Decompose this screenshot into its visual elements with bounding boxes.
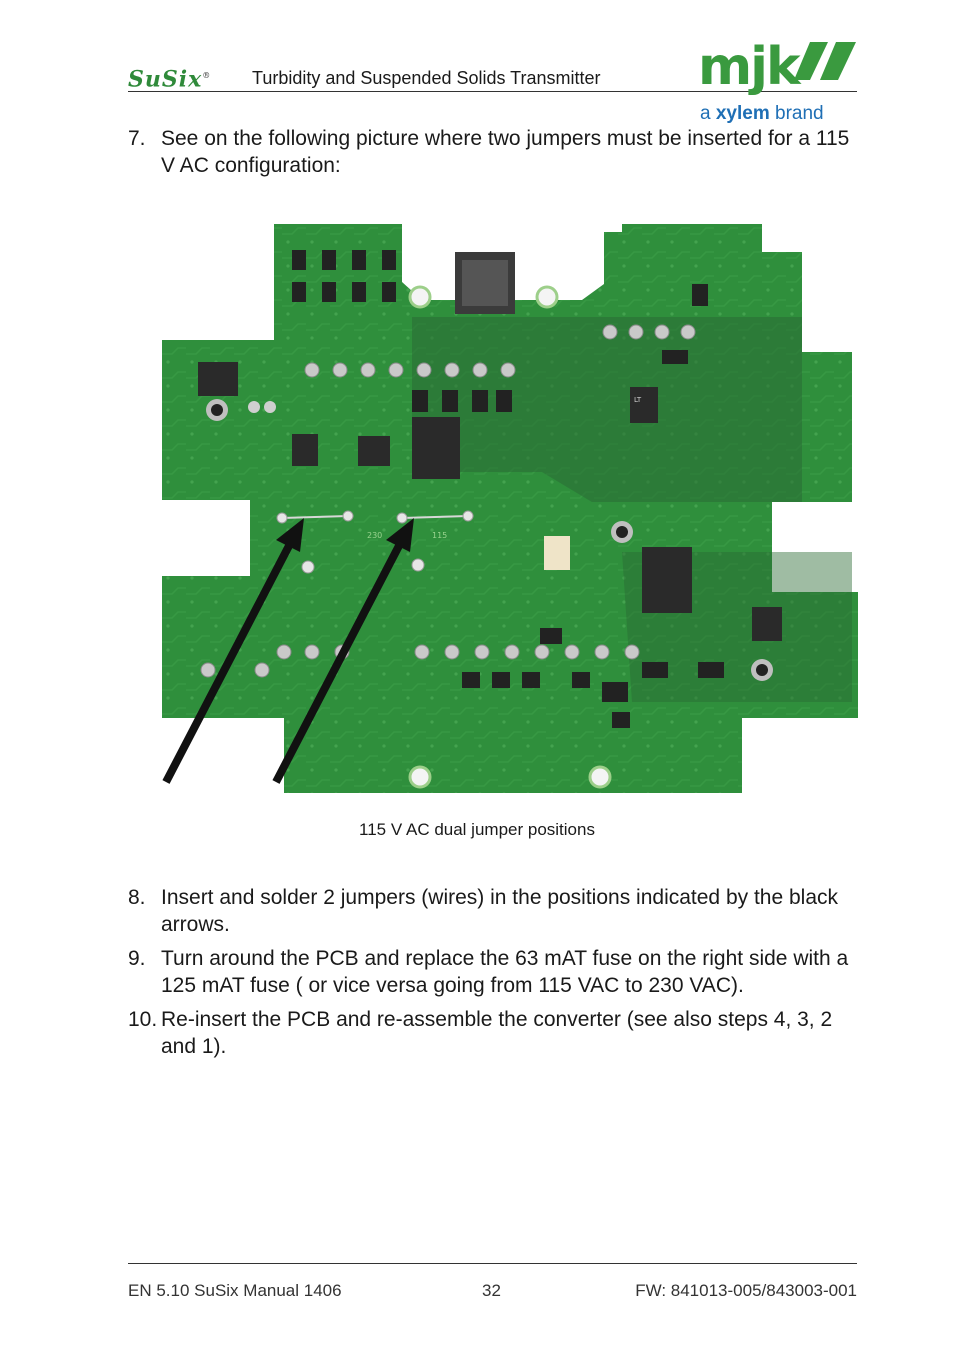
- chip-label: LT: [634, 396, 642, 404]
- step-text: Insert and solder 2 jumpers (wires) in t…: [161, 886, 839, 936]
- mjk-logo-text: mjk: [698, 40, 802, 97]
- xylem-tagline: a xylem brand: [700, 103, 824, 124]
- step-number: 10.: [128, 1008, 158, 1031]
- jumper-label-230: 230: [367, 531, 382, 540]
- step-text: Turn around the PCB and replace the 63 m…: [161, 947, 849, 997]
- header-title: Turbidity and Suspended Solids Transmitt…: [252, 68, 601, 88]
- mjk-logo: mjk: [698, 40, 856, 97]
- susix-logo: SuSix®: [128, 66, 212, 93]
- step-text: See on the following picture where two j…: [161, 127, 850, 177]
- step-number: 7.: [128, 127, 146, 150]
- arrow-left: [162, 538, 296, 784]
- step-8: 8. Insert and solder 2 jumpers (wires) i…: [128, 884, 858, 940]
- jumper-arrows: [162, 518, 414, 784]
- step-9: 9. Turn around the PCB and replace the 6…: [128, 945, 858, 1001]
- step-10: 10. Re-insert the PCB and re-assemble th…: [128, 1006, 858, 1062]
- figure-caption: 115 V AC dual jumper positions: [359, 820, 595, 839]
- arrow-left-head: [276, 518, 304, 552]
- step-number: 8.: [128, 886, 146, 909]
- step-number: 9.: [128, 947, 146, 970]
- footer-divider: [128, 1263, 857, 1264]
- arrow-right-head: [386, 518, 414, 552]
- footer-firmware: FW: 841013-005/843003-001: [635, 1281, 857, 1300]
- step-text: Re-insert the PCB and re-assemble the co…: [161, 1008, 833, 1058]
- header-divider: [128, 91, 857, 92]
- footer-document-id: EN 5.10 SuSix Manual 1406: [128, 1281, 342, 1300]
- jumper-label-115: 115: [432, 531, 447, 540]
- step-7: 7. See on the following picture where tw…: [128, 125, 858, 181]
- pcb-photo: LT: [162, 224, 858, 793]
- page-number: 32: [482, 1281, 501, 1300]
- arrow-right: [272, 538, 406, 784]
